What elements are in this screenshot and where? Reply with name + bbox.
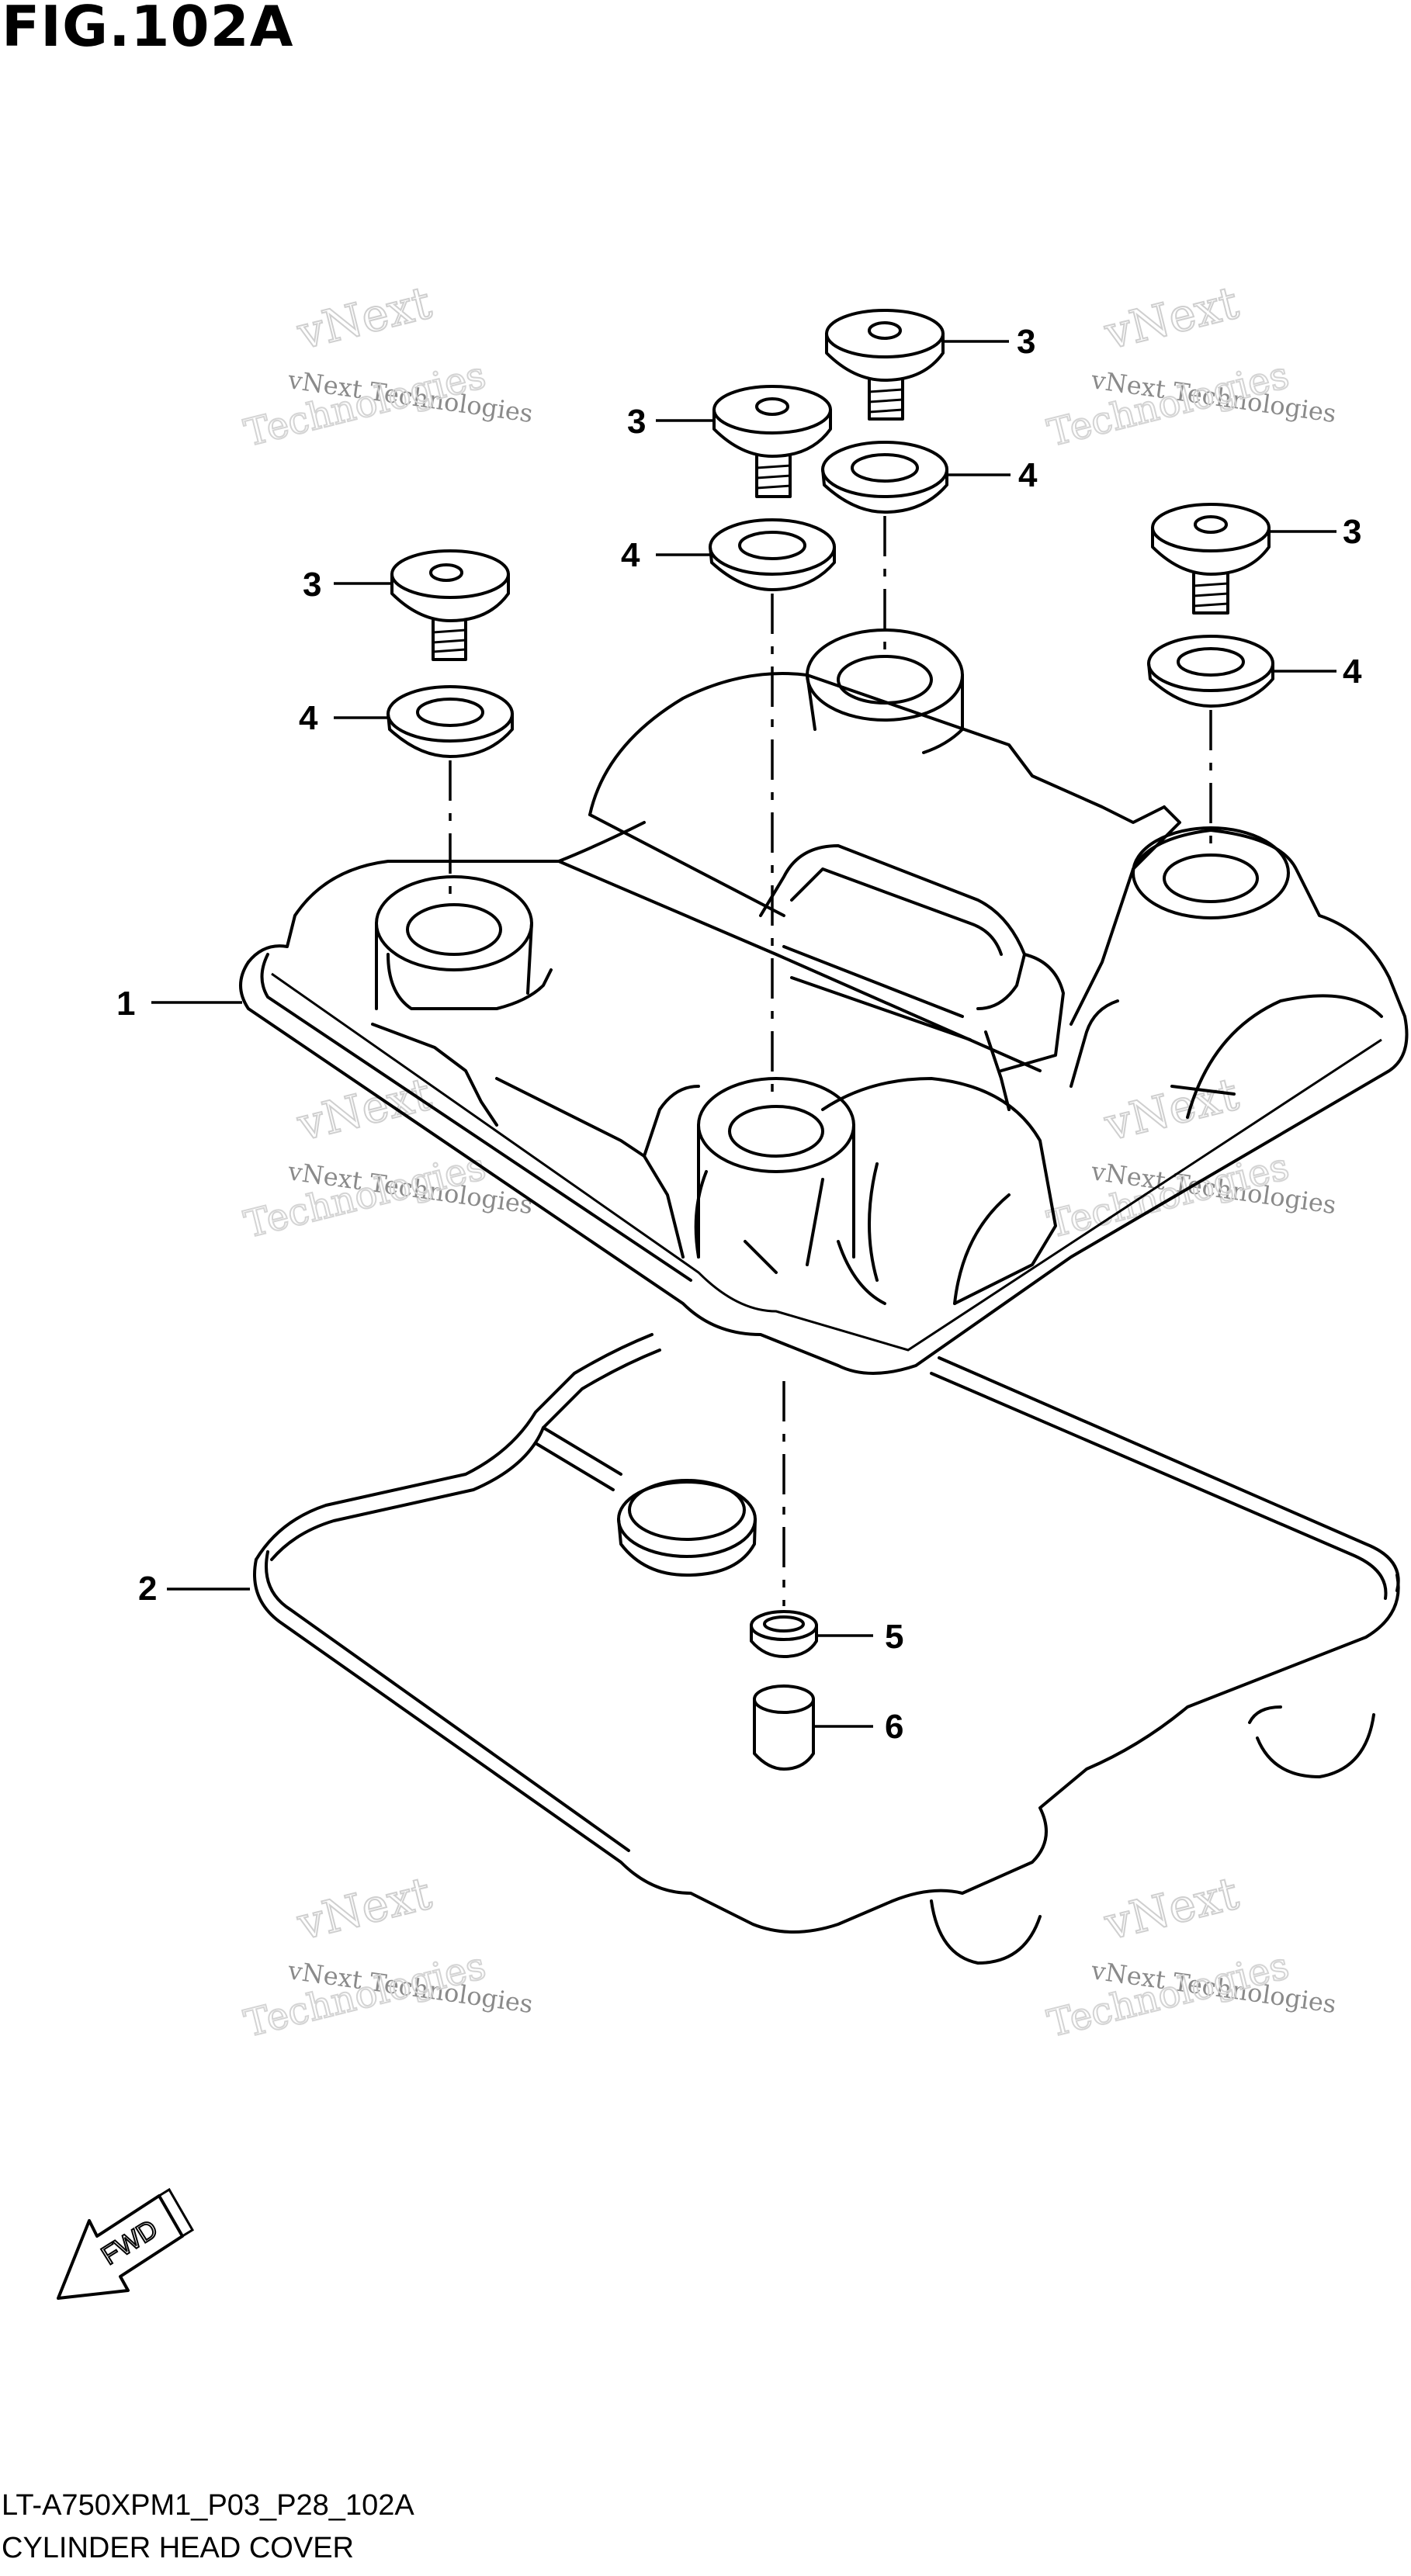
watermark-mid-left: vNext vNext Technologies Technologies bbox=[239, 1067, 535, 1248]
svg-text:vNext: vNext bbox=[292, 1068, 436, 1151]
watermark-mid-right: vNext vNext Technologies Technologies bbox=[1042, 1067, 1338, 1248]
washer-right bbox=[1147, 635, 1274, 708]
callout-3-top-right: 3 bbox=[1017, 323, 1035, 361]
figure-title: FIG.102A bbox=[2, 0, 294, 59]
svg-text:vNext: vNext bbox=[1099, 276, 1243, 360]
svg-text:Technologies: Technologies bbox=[240, 1144, 490, 1246]
callout-4-right: 4 bbox=[1343, 653, 1362, 691]
svg-text:vNext: vNext bbox=[292, 1867, 436, 1951]
washer-top-center bbox=[709, 518, 836, 591]
leader-lines bbox=[151, 340, 1336, 1728]
watermark-bottom-right: vNext vNext Technologies Technologies bbox=[1042, 1866, 1338, 2047]
callout-2: 2 bbox=[138, 1570, 157, 1608]
callout-4-left: 4 bbox=[299, 699, 318, 737]
diagram-code: LT-A750XPM1_P03_P28_102A bbox=[2, 2489, 414, 2522]
svg-text:Technologies: Technologies bbox=[1043, 353, 1293, 455]
svg-text:Technologies: Technologies bbox=[240, 353, 490, 455]
bolt-left bbox=[390, 549, 510, 661]
diagram-name: CYLINDER HEAD COVER bbox=[2, 2532, 354, 2564]
callout-3-top-center: 3 bbox=[627, 403, 646, 441]
washer-top-right bbox=[821, 441, 948, 514]
callout-4-top-center: 4 bbox=[621, 536, 640, 574]
dowel-pin bbox=[753, 1684, 815, 1771]
fwd-arrow-icon: FWD bbox=[57, 2187, 195, 2300]
assembly-lines bbox=[449, 516, 1212, 1606]
watermark-top-left: vNext vNext Technologies Technologies bbox=[239, 275, 535, 456]
callout-3-left: 3 bbox=[303, 566, 321, 604]
callout-5: 5 bbox=[885, 1618, 903, 1656]
callout-4-top-right: 4 bbox=[1018, 456, 1038, 494]
watermark-top-right: vNext vNext Technologies Technologies bbox=[1042, 275, 1338, 456]
fwd-label: FWD bbox=[96, 2214, 163, 2271]
svg-text:Technologies: Technologies bbox=[1043, 1944, 1293, 2045]
svg-text:Technologies: Technologies bbox=[240, 1944, 490, 2045]
cover-gasket bbox=[253, 1333, 1400, 1965]
callout-3-right: 3 bbox=[1343, 513, 1361, 551]
seal-ring bbox=[750, 1610, 818, 1658]
cylinder-head-cover bbox=[239, 628, 1409, 1375]
callout-1: 1 bbox=[116, 985, 135, 1023]
bolt-right bbox=[1151, 503, 1271, 615]
bolt-top-center bbox=[712, 385, 832, 498]
svg-text:Technologies: Technologies bbox=[1043, 1144, 1293, 1246]
svg-text:vNext: vNext bbox=[1099, 1867, 1243, 1951]
svg-text:vNext: vNext bbox=[1099, 1068, 1243, 1151]
watermark-bottom-left: vNext vNext Technologies Technologies bbox=[239, 1866, 535, 2047]
washer-left bbox=[387, 685, 514, 758]
svg-text:vNext: vNext bbox=[292, 276, 436, 360]
callout-6: 6 bbox=[885, 1708, 903, 1746]
bolt-top-right bbox=[825, 309, 945, 421]
